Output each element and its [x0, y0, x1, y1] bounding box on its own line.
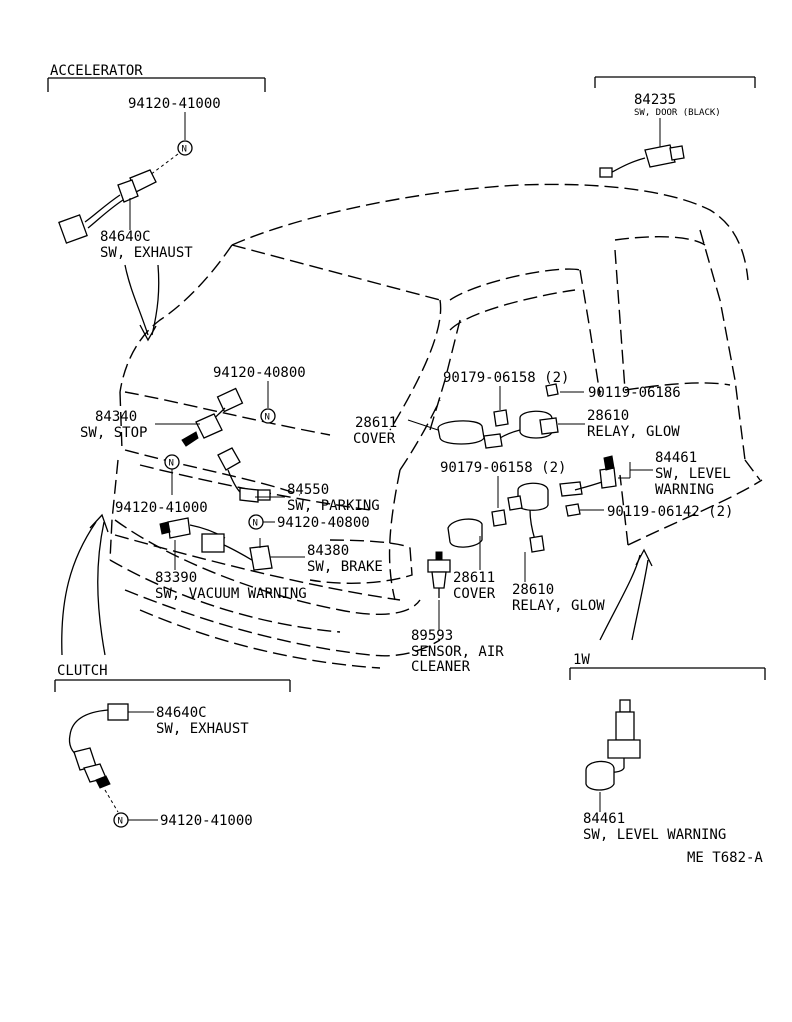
label-stop-94120-40800: 94120-40800 [213, 365, 306, 381]
sensor-tip-icon [435, 551, 443, 561]
label-90119-06142: 90119-06142 (2) [607, 504, 733, 520]
label-relay-glow-lower: RELAY, GLOW [512, 598, 605, 614]
door-switch: 84235 SW, DOOR (BLACK) [599, 92, 721, 178]
label-cover-lower: COVER [453, 586, 496, 602]
glow-relay-lower: 90179-06158 (2) 90119-06142 (2) 84461 SW… [440, 450, 733, 641]
label-84380: 84380 [307, 543, 349, 559]
label-mid-94120-40800: 94120-40800 [277, 515, 370, 531]
label-28610-top: 28610 [587, 408, 629, 424]
section-1w: 1W [573, 652, 590, 668]
label-sw-stop: SW, STOP [80, 425, 147, 441]
air-cleaner-sensor: 89593 SENSOR, AIR CLEANER [411, 551, 504, 675]
label-84235: 84235 [634, 92, 676, 108]
accelerator-bracket: ACCELERATOR [47, 63, 266, 92]
label-89593: 89593 [411, 628, 453, 644]
connector-icon [58, 214, 88, 244]
nut-marker: N [182, 145, 187, 155]
label-sw-door: SW, DOOR (BLACK) [634, 108, 721, 118]
one-w-bracket: 1W [569, 652, 766, 680]
vehicle-body-outline [109, 183, 763, 669]
label-cover-top: COVER [353, 431, 396, 447]
label-84550: 84550 [287, 482, 329, 498]
nut-marker: N [253, 519, 258, 529]
connector-icon [599, 167, 613, 178]
label-83390: 83390 [155, 570, 197, 586]
label-park-94120-41000: 94120-41000 [115, 500, 208, 516]
nut-marker: N [169, 459, 174, 469]
glow-relay-upper: 90179-06158 (2) 90119-06186 28610 RELAY,… [353, 370, 681, 449]
label-accel-84640c: 84640C [100, 229, 151, 245]
label-sw-parking: SW, PARKING [287, 498, 380, 514]
label-84340: 84340 [95, 409, 137, 425]
label-sw-vacuum-warning: SW, VACUUM WARNING [155, 586, 307, 602]
label-90179-06158-mid: 90179-06158 (2) [440, 460, 566, 476]
parking-switch: N 84550 SW, PARKING 94120-41000 N 94120-… [115, 447, 380, 531]
stop-switch: 94120-40800 N 84340 SW, STOP [80, 365, 306, 447]
nut-marker: N [118, 817, 123, 827]
clutch-bracket: CLUTCH [54, 663, 291, 692]
label-cleaner: CLEANER [411, 659, 471, 675]
label-clutch-84640c: 84640C [156, 705, 207, 721]
label-28611-lower: 28611 [453, 570, 495, 586]
label-90119-06186: 90119-06186 [588, 385, 681, 401]
switch-tip-icon [619, 699, 631, 713]
label-sw-brake: SW, BRAKE [307, 559, 383, 575]
nut-icon [491, 509, 507, 527]
section-accelerator: ACCELERATOR [50, 63, 143, 79]
label-84461-upper: 84461 [655, 450, 697, 466]
vacuum-brake-switch: 84380 SW, BRAKE 83390 SW, VACUUM WARNING [155, 517, 383, 602]
label-28611-top: 28611 [355, 415, 397, 431]
label-sw-level-upper: SW, LEVEL [655, 466, 731, 482]
connector-icon [107, 703, 129, 721]
section-clutch: CLUTCH [57, 663, 108, 679]
label-warning-upper: WARNING [655, 482, 714, 498]
door-bracket [594, 76, 756, 88]
label-sensor-air: SENSOR, AIR [411, 644, 504, 660]
label-relay-glow-top: RELAY, GLOW [587, 424, 680, 440]
nut-icon [493, 409, 509, 427]
label-accel-94120-41000: 94120-41000 [128, 96, 221, 112]
label-1w-sw-level-warning: SW, LEVEL WARNING [583, 827, 726, 843]
nut-marker: N [265, 413, 270, 423]
label-clutch-sw-exhaust: SW, EXHAUST [156, 721, 249, 737]
label-accel-sw-exhaust: SW, EXHAUST [100, 245, 193, 261]
label-90179-06158-top: 90179-06158 (2) [443, 370, 569, 386]
connector-icon [216, 387, 244, 413]
clutch-exhaust-switch: 84640C SW, EXHAUST N 94120-41000 [61, 513, 253, 829]
connector-icon [201, 533, 225, 553]
connector-icon [257, 489, 271, 501]
nut-icon [177, 140, 193, 156]
label-clutch-94120-41000: 94120-41000 [160, 813, 253, 829]
one-w-level-warning-switch: 84461 SW, LEVEL WARNING [583, 699, 726, 843]
label-28610-lower: 28610 [512, 582, 554, 598]
label-1w-84461: 84461 [583, 811, 625, 827]
nut-icon [260, 408, 276, 424]
accelerator-exhaust-switch: 94120-41000 N 84640C SW, EXHAUST [58, 96, 221, 342]
reference-code: ME T682-A [687, 850, 763, 866]
